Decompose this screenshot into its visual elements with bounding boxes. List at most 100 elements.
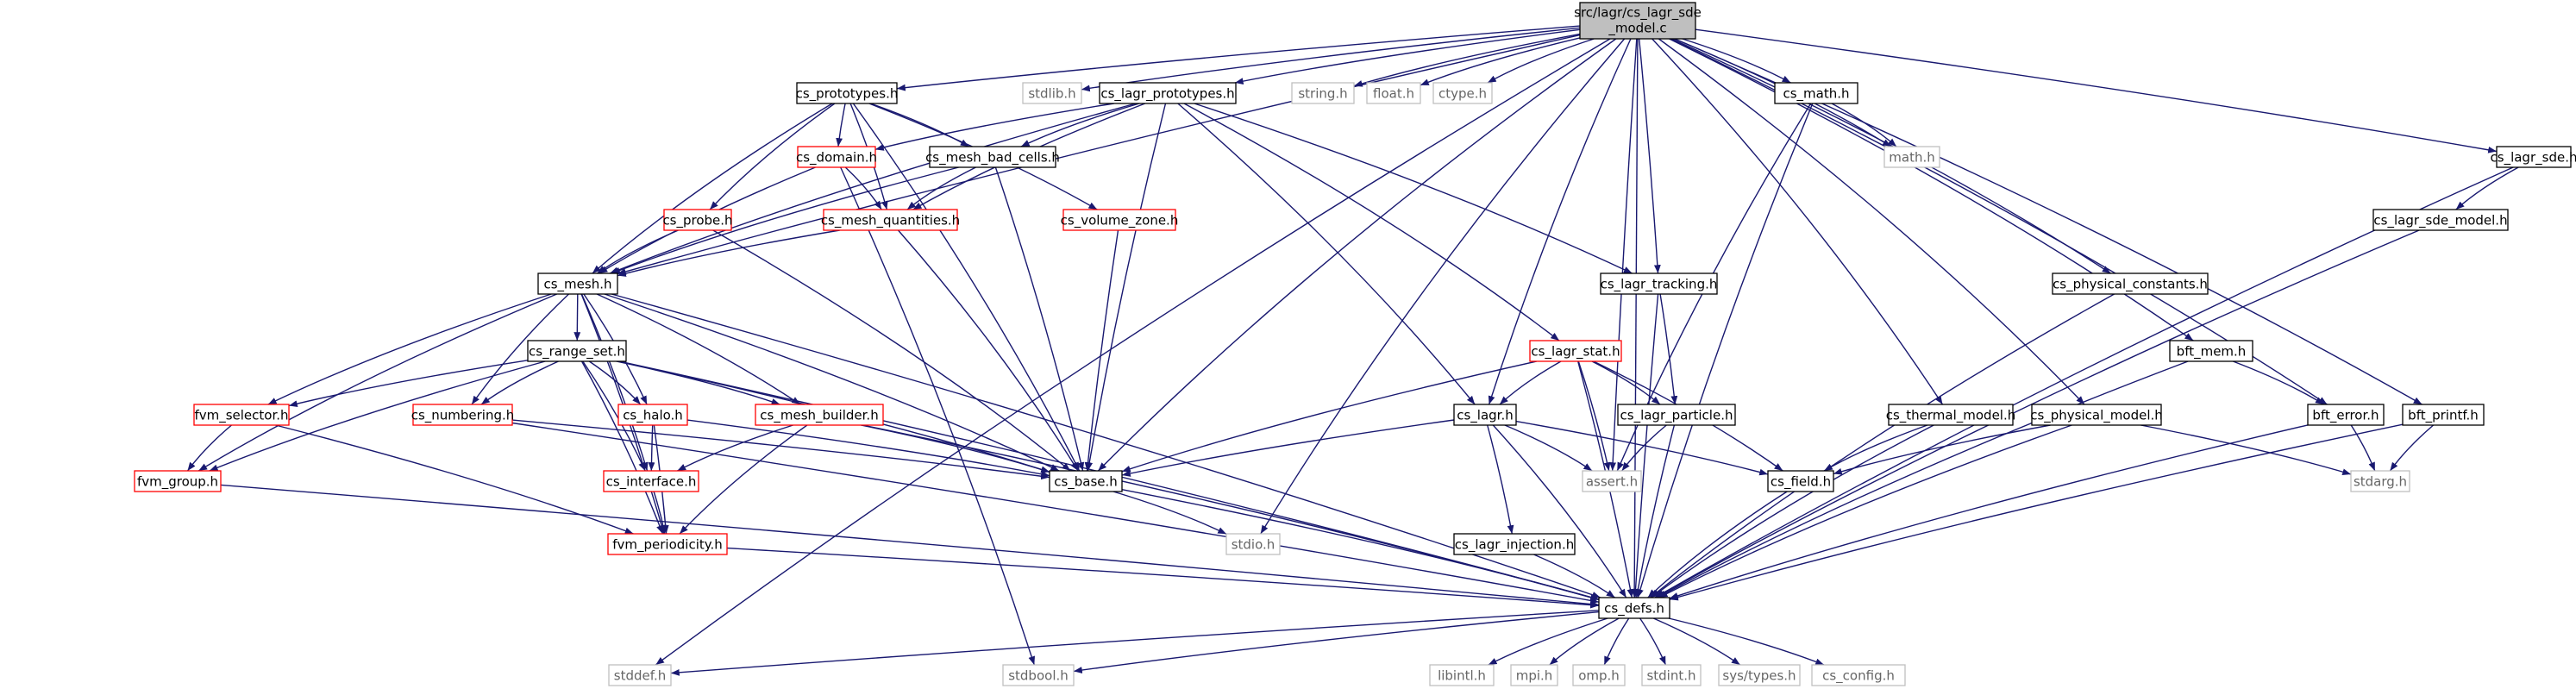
node-cs-mesh[interactable]: cs_mesh.h: [537, 272, 618, 295]
edge-fvm_selector-to-fvm_group: [186, 424, 232, 472]
node-label: cs_lagr.h: [1457, 408, 1514, 424]
edge-cs_mesh_bad_cells-to-cs_base: [994, 166, 1085, 472]
edge-root-to-stddef: [655, 38, 1611, 666]
node-cs-prototypes[interactable]: cs_prototypes.h: [796, 82, 899, 104]
node-box: [607, 533, 728, 555]
node-cs-defs[interactable]: cs_defs.h: [1598, 597, 1670, 619]
edge-cs_halo-to-cs_base: [686, 419, 1050, 478]
node-box: [1002, 664, 1075, 686]
node-cs-math[interactable]: cs_math.h: [1774, 82, 1858, 104]
edge-cs_range_set-to-cs_halo: [588, 360, 642, 405]
node-label: cs_base.h: [1054, 474, 1118, 491]
edge-root-to-cs_thermal_model: [1652, 38, 1944, 405]
node-libintl: libintl.h: [1429, 664, 1495, 686]
node-cs-physical-constants[interactable]: cs_physical_constants.h: [2052, 272, 2209, 295]
edge-root-to-cs_lagr_sde: [1695, 28, 2498, 153]
node-cs-thermal-model[interactable]: cs_thermal_model.h: [1886, 404, 2016, 426]
node-cs-probe[interactable]: cs_probe.h: [662, 209, 733, 231]
node-label: cs_lagr_prototypes.h: [1100, 86, 1234, 103]
node-cs-lagr-tracking[interactable]: cs_lagr_tracking.h: [1600, 272, 1718, 295]
node-ctype: ctype.h: [1432, 82, 1493, 104]
edge-cs_prototypes-to-cs_probe: [709, 103, 836, 210]
edge-cs_defs-to-stdbool: [1073, 611, 1600, 673]
node-cs-lagr-particle[interactable]: cs_lagr_particle.h: [1617, 404, 1736, 426]
edge-cs_defs-to-libintl: [1488, 617, 1608, 666]
node-cs-lagr-sde[interactable]: cs_lagr_sde.h: [2491, 146, 2576, 168]
node-cs-lagr[interactable]: cs_lagr.h: [1453, 404, 1517, 426]
node-cs-mesh-builder[interactable]: cs_mesh_builder.h: [755, 404, 884, 426]
node-cs-numbering[interactable]: cs_numbering.h: [411, 404, 515, 426]
node-label: string.h: [1298, 86, 1347, 102]
node-cs-mesh-quantities[interactable]: cs_mesh_quantities.h: [821, 209, 960, 231]
node-box: [603, 470, 699, 492]
edge-root-to-ctype: [1487, 38, 1595, 84]
node-label: fvm_periodicity.h: [612, 537, 723, 554]
node-cs-domain[interactable]: cs_domain.h: [796, 146, 877, 168]
node-bft-mem[interactable]: bft_mem.h: [2169, 340, 2253, 362]
edge-fvm_selector-to-fvm_periodicity: [275, 424, 634, 535]
edge-root-to-bft_mem: [1669, 38, 2194, 341]
node-box: [1049, 470, 1123, 492]
edge-cs_lagr_prototypes-to-cs_mesh_bad_cells: [1020, 103, 1140, 147]
node-label: cs_numbering.h: [411, 408, 515, 424]
node-cs-mesh-bad-cells[interactable]: cs_mesh_bad_cells.h: [925, 146, 1060, 168]
node-fvm-periodicity[interactable]: fvm_periodicity.h: [607, 533, 728, 555]
node-bft-error[interactable]: bft_error.h: [2307, 404, 2385, 426]
node-box: [1888, 404, 2014, 426]
node-cs-volume-zone[interactable]: cs_volume_zone.h: [1061, 209, 1179, 231]
edge-fvm_periodicity-to-cs_defs: [726, 547, 1600, 609]
node-label: fvm_selector.h: [194, 408, 288, 424]
node-cs-lagr-sde-model[interactable]: cs_lagr_sde_model.h: [2372, 209, 2509, 231]
node-label: cs_prototypes.h: [796, 86, 899, 103]
node-cs-halo[interactable]: cs_halo.h: [617, 404, 688, 426]
node-fvm-selector[interactable]: fvm_selector.h: [193, 404, 290, 426]
node-box: [796, 82, 898, 104]
node-box: [797, 146, 876, 168]
node-stdlib: stdlib.h: [1022, 82, 1082, 104]
node-label: stdbool.h: [1008, 668, 1069, 684]
node-label: bft_error.h: [2312, 408, 2379, 424]
edge-cs_mesh-to-cs_defs: [611, 293, 1601, 598]
edge-bft_mem-to-bft_error: [2233, 360, 2325, 405]
edge-cs_lagr_tracking-to-cs_lagr_particle: [1659, 293, 1678, 405]
node-cs-base[interactable]: cs_base.h: [1049, 470, 1123, 492]
node-cs-lagr-stat[interactable]: cs_lagr_stat.h: [1529, 340, 1622, 362]
node-box: [1225, 533, 1281, 555]
edge-bft_printf-to-stdarg: [2389, 424, 2435, 472]
edge-cs_lagr-to-cs_defs: [1492, 424, 1627, 598]
edge-cs_lagr_prototypes-to-cs_domain: [874, 103, 1114, 151]
edge-cs_mesh-to-fvm_group: [197, 293, 557, 472]
edge-cs_physical_model-to-stdarg: [2140, 424, 2352, 475]
edge-cs_lagr_prototypes-to-cs_lagr: [1177, 103, 1476, 405]
node-label: stdarg.h: [2353, 474, 2407, 490]
node-cs-interface[interactable]: cs_interface.h: [603, 470, 699, 492]
node-cs-physical-model[interactable]: cs_physical_model.h: [2030, 404, 2163, 426]
node-cs-field[interactable]: cs_field.h: [1767, 470, 1834, 492]
node-stdarg: stdarg.h: [2350, 470, 2410, 492]
node-fvm-group[interactable]: fvm_group.h: [134, 470, 222, 492]
node-box: [1099, 82, 1237, 104]
edge-root-to-cs_physical_model: [1658, 38, 2085, 405]
node-box: [823, 209, 958, 231]
edge-cs_lagr_stat-to-cs_lagr: [1499, 360, 1562, 405]
node-box: [1572, 664, 1626, 686]
node-cs-range-set[interactable]: cs_range_set.h: [527, 340, 627, 362]
node-label: cs_defs.h: [1604, 601, 1664, 617]
node-label: cs_lagr_stat.h: [1531, 344, 1620, 360]
edge-cs_lagr-to-cs_base: [1121, 419, 1455, 477]
node-bft-printf[interactable]: bft_printf.h: [2402, 404, 2485, 426]
edge-root-to-cs_defs: [1631, 38, 1639, 598]
node-label: cs_math.h: [1783, 86, 1849, 103]
edge-cs_physical_model-to-cs_defs: [1658, 424, 2072, 598]
node-box: [412, 404, 513, 426]
edge-cs_domain-to-stdbool: [840, 166, 1036, 666]
edge-cs_math-to-math: [1831, 103, 1897, 147]
edge-cs_range_set-to-fvm_group: [209, 360, 546, 472]
edge-cs_probe-to-cs_mesh: [597, 229, 679, 274]
nodes-layer: src/lagr/cs_lagr_sde_model.csrc/lagr/cs_…: [134, 2, 2576, 686]
node-cs-lagr-injection[interactable]: cs_lagr_injection.h: [1453, 533, 1576, 555]
node-cs-lagr-prototypes[interactable]: cs_lagr_prototypes.h: [1099, 82, 1237, 104]
edge-cs_numbering-to-cs_defs: [511, 422, 1600, 604]
node-root[interactable]: src/lagr/cs_lagr_sde_model.csrc/lagr/cs_…: [1574, 2, 1702, 40]
node-label: cs_thermal_model.h: [1886, 408, 2016, 424]
